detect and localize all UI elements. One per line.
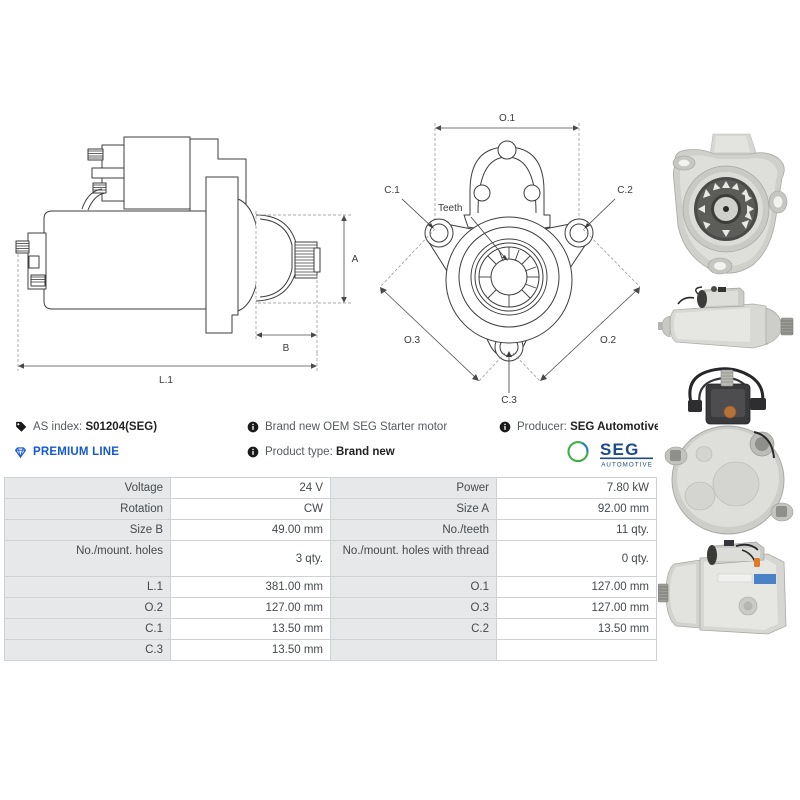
spec-value-right: 127.00 mm — [496, 576, 657, 598]
spec-value-left: 381.00 mm — [170, 576, 331, 598]
spec-label-left: O.2 — [4, 597, 171, 619]
tag-icon — [14, 420, 27, 434]
producer-info: Producer: SEG Automotive — [498, 420, 660, 434]
spec-value-left: 127.00 mm — [170, 597, 331, 619]
technical-drawings-area: A B — [0, 95, 656, 415]
dimension-label-C3: C.3 — [501, 395, 517, 405]
spec-label-right — [330, 639, 497, 661]
spec-label-right: O.1 — [330, 576, 497, 598]
dimension-label-O3: O.3 — [404, 335, 421, 346]
info-icon — [246, 445, 259, 459]
seg-logo-text: SEG — [600, 440, 640, 459]
annotation-teeth: Teeth — [438, 203, 462, 214]
product-photo-rear-solenoid[interactable] — [658, 362, 800, 540]
producer-value: SEG Automotive — [570, 421, 661, 433]
product-type-info: Product type: Brand new — [246, 445, 395, 459]
spec-label-left: C.3 — [4, 639, 171, 661]
dimension-label-L1: L.1 — [159, 375, 173, 386]
dimension-label-C2: C.2 — [617, 185, 633, 196]
diamond-icon — [14, 445, 27, 459]
seg-automotive-logo: SEG AUTOMOTIVE — [560, 437, 658, 471]
spec-value-right: 13.50 mm — [496, 618, 657, 640]
spec-value-left: CW — [170, 498, 331, 520]
premium-line-badge: PREMIUM LINE — [14, 445, 119, 459]
spec-value-right: 7.80 kW — [496, 477, 657, 499]
product-photo-gallery — [658, 130, 800, 650]
spec-label-left: Voltage — [4, 477, 171, 499]
info-icon — [498, 420, 511, 434]
product-photo-flange-front[interactable] — [658, 130, 800, 282]
spec-label-left: No./mount. holes — [4, 540, 171, 577]
spec-label-left: Size B — [4, 519, 171, 541]
spec-value-right: 92.00 mm — [496, 498, 657, 520]
product-description-text: Brand new OEM SEG Starter motor — [265, 421, 448, 433]
seg-logo-subtext: AUTOMOTIVE — [601, 462, 653, 469]
product-photo-side-angle[interactable] — [658, 282, 800, 362]
premium-line-label: PREMIUM LINE — [33, 446, 120, 458]
product-type-label: Product type: — [265, 446, 333, 458]
spec-label-left: Rotation — [4, 498, 171, 520]
spec-label-right: No./teeth — [330, 519, 497, 541]
spec-value-left: 13.50 mm — [170, 639, 331, 661]
product-photo-side-profile[interactable] — [658, 540, 800, 650]
producer-label: Producer: — [517, 421, 567, 433]
dimension-label-C1: C.1 — [384, 185, 400, 196]
spec-label-left: C.1 — [4, 618, 171, 640]
spec-value-left: 24 V — [170, 477, 331, 499]
spec-value-right: 0 qty. — [496, 540, 657, 577]
info-icon — [246, 420, 259, 434]
spec-value-left: 3 qty. — [170, 540, 331, 577]
spec-label-right: O.3 — [330, 597, 497, 619]
spec-label-right: C.2 — [330, 618, 497, 640]
dimension-label-O1: O.1 — [499, 113, 516, 124]
spec-value-right: 127.00 mm — [496, 597, 657, 619]
as-index-value: S01204(SEG) — [85, 421, 158, 433]
spec-label-right: No./mount. holes with thread — [330, 540, 497, 577]
dimension-label-B: B — [283, 343, 290, 354]
starter-motor-front-view-drawing: O.1 — [372, 105, 652, 406]
product-type-value: Brand new — [335, 446, 395, 458]
spec-label-right: Size A — [330, 498, 497, 520]
spec-value-left: 49.00 mm — [170, 519, 331, 541]
spec-label-left: L.1 — [4, 576, 171, 598]
product-info-bar: AS index: S01204(SEG) PREMIUM LINE — [0, 418, 660, 474]
as-index-label: AS index: — [33, 421, 83, 433]
as-index-info: AS index: S01204(SEG) — [14, 420, 157, 434]
product-description-info: Brand new OEM SEG Starter motor — [246, 420, 447, 434]
starter-motor-side-view-drawing: A B — [6, 115, 368, 395]
dimension-label-A: A — [352, 254, 359, 265]
spec-value-right: 11 qty. — [496, 519, 657, 541]
dimension-label-O2: O.2 — [600, 335, 617, 346]
spec-label-right: Power — [330, 477, 497, 499]
spec-value-left: 13.50 mm — [170, 618, 331, 640]
spec-value-right — [496, 639, 657, 661]
